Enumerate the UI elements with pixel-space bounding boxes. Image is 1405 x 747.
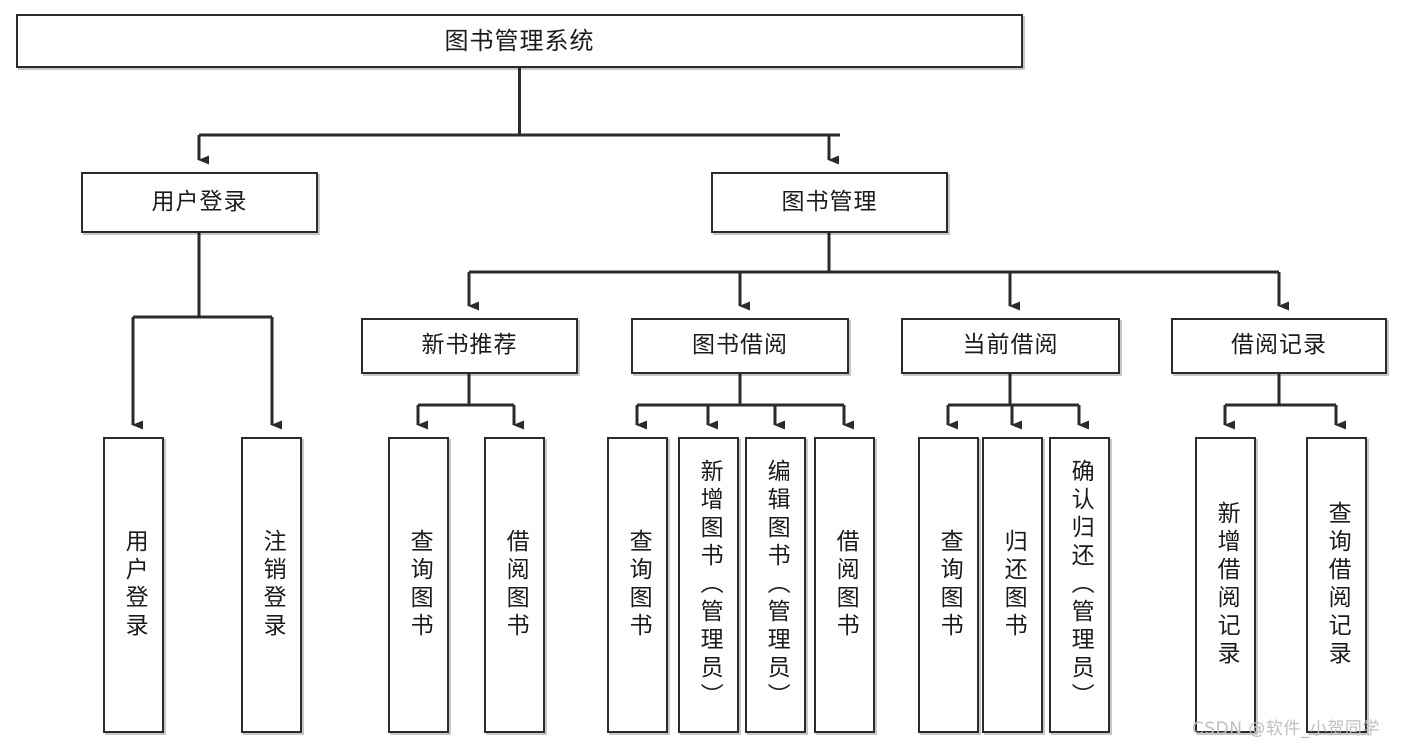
node-root-label: 图书管理系统: [444, 26, 595, 55]
node-leaf-return-book[interactable]: 归还图书: [982, 437, 1043, 733]
node-current-borrow[interactable]: 当前借阅: [901, 318, 1120, 374]
node-user-login-label: 用户登录: [151, 188, 248, 215]
node-leaf-add-book[interactable]: 新增图书（管理员）: [678, 437, 739, 733]
node-borrow-record-label: 借阅记录: [1231, 332, 1327, 359]
node-leaf-borrow-book-1-label: 借阅图书: [502, 529, 529, 641]
node-book-manage[interactable]: 图书管理: [711, 172, 948, 233]
node-leaf-add-record[interactable]: 新增借阅记录: [1195, 437, 1256, 733]
node-leaf-borrow-book-1[interactable]: 借阅图书: [484, 437, 545, 733]
node-leaf-query-record[interactable]: 查询借阅记录: [1306, 437, 1367, 733]
node-new-book-recommend[interactable]: 新书推荐: [361, 318, 578, 374]
node-book-borrow[interactable]: 图书借阅: [631, 318, 849, 374]
node-leaf-query-book-2-label: 查询图书: [625, 529, 652, 641]
node-leaf-query-book-3-label: 查询图书: [936, 529, 963, 641]
node-leaf-user-login-label: 用户登录: [121, 529, 148, 641]
node-current-borrow-label: 当前借阅: [962, 332, 1059, 359]
node-leaf-confirm-return[interactable]: 确认归还（管理员）: [1049, 437, 1110, 733]
node-leaf-logout[interactable]: 注销登录: [241, 437, 302, 733]
node-leaf-borrow-book-2-label: 借阅图书: [832, 529, 859, 641]
node-new-book-recommend-label: 新书推荐: [421, 332, 518, 359]
node-leaf-add-book-label: 新增图书（管理员）: [696, 459, 723, 711]
node-leaf-user-login[interactable]: 用户登录: [103, 437, 164, 733]
node-leaf-query-book-1-label: 查询图书: [406, 529, 433, 641]
node-book-borrow-label: 图书借阅: [692, 332, 788, 359]
node-leaf-return-book-label: 归还图书: [1000, 529, 1027, 641]
node-book-manage-label: 图书管理: [781, 188, 878, 215]
node-leaf-edit-book-label: 编辑图书（管理员）: [763, 459, 790, 711]
node-leaf-query-book-1[interactable]: 查询图书: [388, 437, 449, 733]
node-root[interactable]: 图书管理系统: [16, 14, 1023, 68]
node-user-login[interactable]: 用户登录: [81, 172, 318, 233]
node-leaf-query-book-3[interactable]: 查询图书: [918, 437, 979, 733]
node-leaf-confirm-return-label: 确认归还（管理员）: [1067, 459, 1094, 711]
node-leaf-query-record-label: 查询借阅记录: [1324, 501, 1351, 669]
node-leaf-logout-label: 注销登录: [259, 529, 286, 641]
node-leaf-query-book-2[interactable]: 查询图书: [607, 437, 668, 733]
node-leaf-borrow-book-2[interactable]: 借阅图书: [814, 437, 875, 733]
node-borrow-record[interactable]: 借阅记录: [1171, 318, 1387, 374]
node-leaf-edit-book[interactable]: 编辑图书（管理员）: [745, 437, 806, 733]
node-leaf-add-record-label: 新增借阅记录: [1213, 501, 1240, 669]
